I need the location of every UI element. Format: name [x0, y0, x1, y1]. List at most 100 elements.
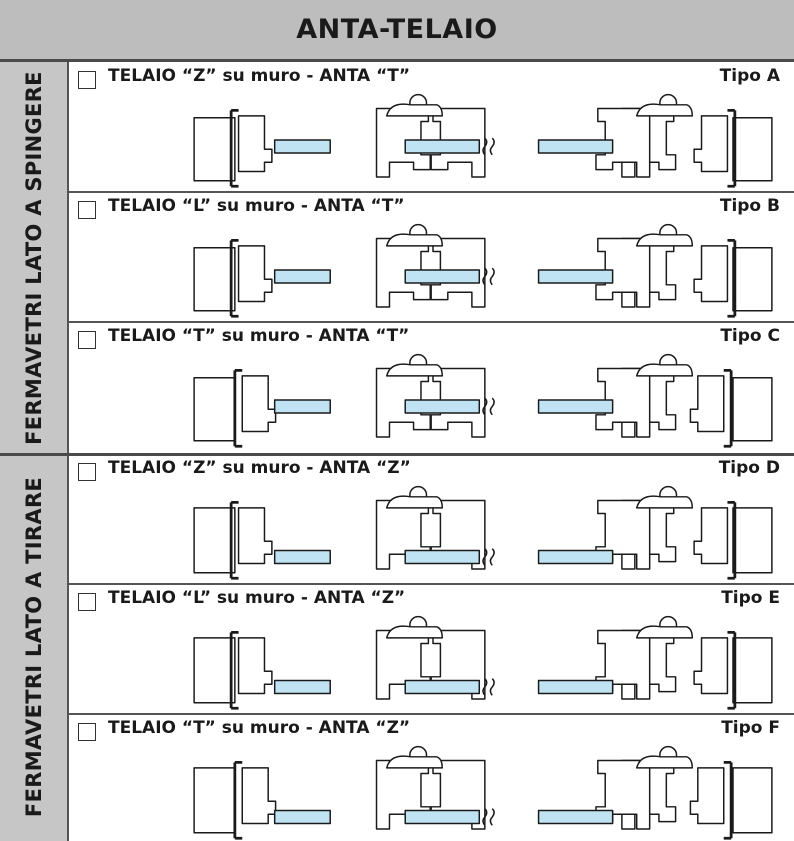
row-title: TELAIO “T” su muro - ANTA “T” — [108, 326, 410, 346]
frame-right — [689, 375, 725, 433]
frame-right-edge — [727, 500, 737, 580]
group-band-push: FERMAVETRI LATO A SPINGERE — [0, 62, 68, 454]
group-band-pull: FERMAVETRI LATO A TIRARE — [0, 454, 68, 841]
frame-right-edge — [727, 108, 737, 188]
glass-break-mark — [482, 137, 495, 156]
wall-left — [193, 767, 236, 834]
type-checkbox[interactable] — [78, 331, 96, 349]
frame-right-edge — [723, 368, 733, 448]
frame-right-edge — [727, 238, 737, 318]
glass-right — [537, 399, 614, 414]
glass-right — [537, 679, 614, 695]
type-checkbox[interactable] — [78, 593, 96, 611]
wall-right — [732, 507, 773, 574]
type-checkbox[interactable] — [78, 71, 96, 89]
glass-left — [273, 679, 331, 695]
row-title: TELAIO “Z” su muro - ANTA “T” — [108, 66, 411, 86]
group-label-push: FERMAVETRI LATO A SPINGERE — [22, 71, 46, 445]
handle-right-lever — [635, 103, 693, 117]
glass-center — [404, 809, 481, 825]
frame-left-edge — [233, 368, 243, 448]
row-divider — [68, 583, 794, 585]
sash-right-b — [595, 367, 651, 438]
type-row: TELAIO “T” su muro - ANTA “T”Tipo C — [68, 322, 794, 452]
profile-section-drawing — [193, 353, 773, 448]
frame-right — [693, 637, 729, 695]
handle-center-lever — [385, 755, 443, 769]
frame-right-edge — [723, 760, 733, 840]
row-title: TELAIO “L” su muro - ANTA “Z” — [108, 588, 406, 608]
handle-right-lever — [635, 363, 693, 377]
profile-group — [193, 93, 773, 188]
sash-left — [375, 367, 431, 438]
column-divider — [67, 62, 69, 841]
profile-section-drawing — [193, 745, 773, 840]
frame-left — [241, 375, 277, 433]
wall-left — [193, 507, 236, 574]
handle-center-lever — [385, 495, 443, 509]
type-checkbox[interactable] — [78, 201, 96, 219]
glass-break-mark — [482, 267, 495, 286]
frame-left-edge — [229, 500, 239, 580]
glass-right — [537, 809, 614, 825]
row-divider — [68, 191, 794, 193]
handle-center-lever — [385, 103, 443, 117]
glass-break-mark — [482, 548, 495, 566]
frame-left — [237, 507, 273, 565]
profile-group — [193, 485, 773, 580]
handle-right-lever — [635, 625, 693, 639]
type-checkbox[interactable] — [78, 463, 96, 481]
frame-left — [241, 767, 277, 825]
frame-right — [689, 767, 725, 825]
row-title: TELAIO “T” su muro - ANTA “Z” — [108, 718, 411, 738]
profile-group — [193, 615, 773, 710]
glass-center — [404, 139, 481, 154]
row-divider — [68, 713, 794, 715]
handle-right-lever — [635, 755, 693, 769]
frame-left-edge — [229, 108, 239, 188]
type-checkbox[interactable] — [78, 723, 96, 741]
profile-group — [193, 745, 773, 840]
row-divider — [68, 321, 794, 323]
wall-left — [193, 637, 236, 704]
row-type-label: Tipo A — [719, 66, 780, 86]
glass-center — [404, 399, 481, 414]
type-row: TELAIO “L” su muro - ANTA “Z”Tipo E — [68, 584, 794, 714]
wall-left — [193, 247, 236, 312]
wall-right — [732, 247, 773, 312]
type-row: TELAIO “Z” su muro - ANTA “Z”Tipo D — [68, 454, 794, 584]
handle-center-lever — [385, 625, 443, 639]
glass-right — [537, 139, 614, 154]
wall-right — [732, 767, 773, 834]
profile-section-drawing — [193, 485, 773, 580]
profile-section-drawing — [193, 93, 773, 188]
glass-left — [273, 549, 331, 565]
row-type-label: Tipo B — [719, 196, 780, 216]
frame-right — [693, 507, 729, 565]
profile-section-drawing — [193, 615, 773, 710]
row-title: TELAIO “L” su muro - ANTA “T” — [108, 196, 405, 216]
type-row: TELAIO “Z” su muro - ANTA “T” Tipo A — [68, 62, 794, 192]
frame-left-edge — [233, 760, 243, 840]
row-title: TELAIO “Z” su muro - ANTA “Z” — [108, 458, 411, 478]
profile-group — [193, 353, 773, 448]
handle-center-lever — [385, 363, 443, 377]
frame-left — [237, 115, 273, 173]
frame-left-edge — [229, 238, 239, 318]
glass-left — [273, 809, 331, 825]
wall-right — [732, 637, 773, 704]
handle-right-lever — [635, 495, 693, 509]
glass-left — [273, 399, 331, 414]
wall-left — [193, 377, 236, 442]
glass-center — [404, 269, 481, 284]
frame-left — [237, 637, 273, 695]
glass-center — [404, 549, 481, 565]
wall-left — [193, 117, 236, 182]
group-divider — [0, 453, 794, 456]
glass-break-mark — [482, 808, 495, 826]
glass-left — [273, 139, 331, 154]
frame-right — [693, 245, 729, 303]
wall-right — [732, 377, 773, 442]
frame-left-edge — [229, 630, 239, 710]
